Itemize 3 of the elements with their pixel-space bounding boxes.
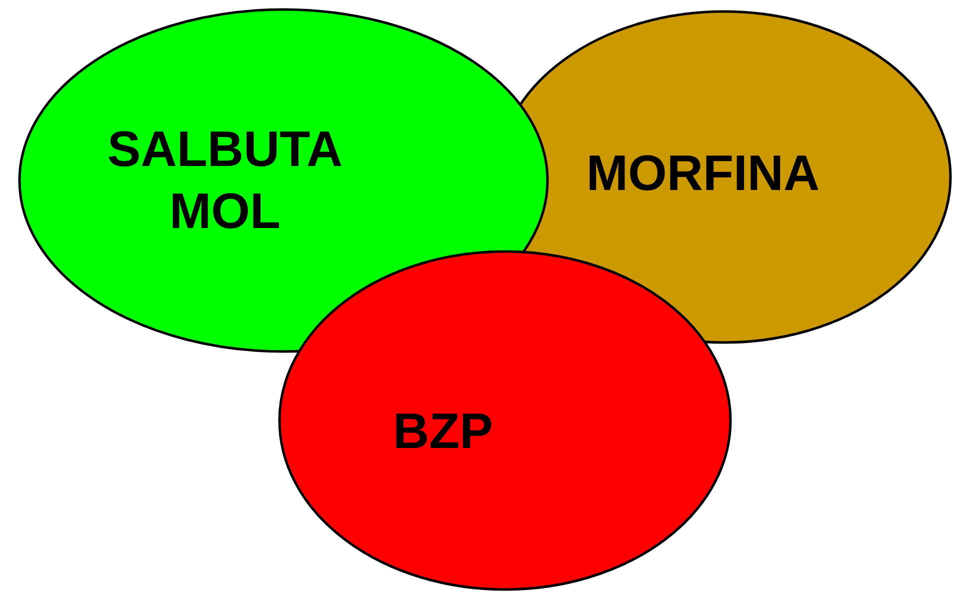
- ellipse-label: MORFINA: [585, 144, 821, 203]
- ellipse-label: SALBUTA MOL: [106, 120, 344, 241]
- ellipse-label: BZP: [392, 402, 494, 461]
